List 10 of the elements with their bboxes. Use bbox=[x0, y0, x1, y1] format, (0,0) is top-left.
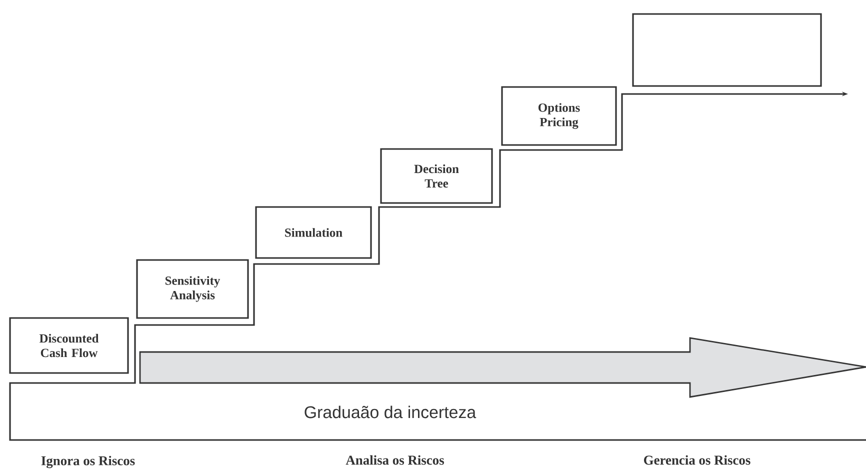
step-box: Discounted Cash Flow bbox=[9, 317, 129, 374]
step-box bbox=[632, 13, 822, 87]
risk-label: Analisa os Riscos bbox=[346, 455, 444, 465]
risk-label: Gerencia os Riscos bbox=[644, 455, 750, 465]
step-box: Decision Tree bbox=[380, 148, 493, 204]
risk-label: Ignora os Riscos bbox=[41, 456, 135, 468]
axis-label: Graduaão da incerteza bbox=[304, 406, 476, 418]
step-box: Options Pricing bbox=[501, 86, 617, 146]
step-box: Simulation bbox=[255, 206, 372, 259]
step-box: Sensitivity Analysis bbox=[136, 259, 249, 319]
